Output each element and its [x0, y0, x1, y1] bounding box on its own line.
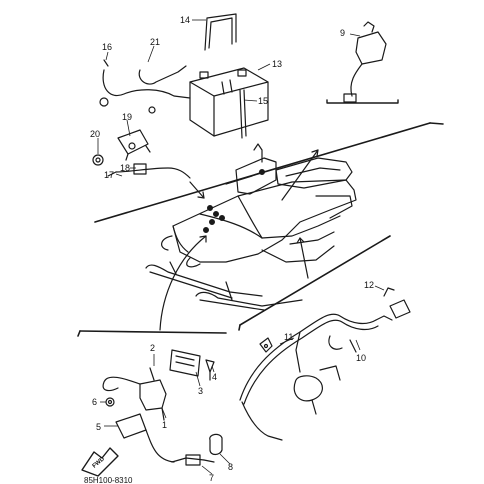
pointer-arrows: [159, 149, 319, 331]
washer: [105, 397, 115, 407]
callout-16: 16: [102, 42, 112, 52]
callout-21: 21: [150, 37, 160, 47]
battery-leads: [99, 59, 191, 114]
battery-breather-pipe: [239, 89, 247, 139]
callout-3: 3: [198, 386, 203, 396]
plug-cap: [209, 433, 223, 456]
callout-10: 10: [356, 353, 366, 363]
cdi-unit: [169, 349, 201, 377]
callout-13: 13: [272, 59, 282, 69]
callout-8: 8: [228, 462, 233, 472]
callout-1: 1: [162, 420, 167, 430]
leader-lines: [97, 19, 385, 475]
callout-19: 19: [122, 112, 132, 122]
fwd-arrow: [81, 447, 119, 477]
battery-strap: [204, 13, 237, 51]
ignition-coil: [102, 367, 167, 421]
figure-code: 85H100-8310: [84, 476, 133, 484]
resistor: [115, 413, 175, 463]
callout-20: 20: [90, 129, 100, 139]
section-divider-bottom-left: [77, 330, 227, 337]
callout-4: 4: [212, 372, 217, 382]
callout-5: 5: [96, 422, 101, 432]
main-switch: [343, 21, 387, 103]
callout-7: 7: [209, 473, 214, 483]
callout-17: 17: [104, 170, 114, 180]
callout-6: 6: [92, 397, 97, 407]
section-divider-top: [94, 99, 444, 223]
spark-plug: [171, 454, 215, 466]
fuse-holder: [107, 163, 191, 179]
wire-harness: [239, 287, 411, 441]
callout-12: 12: [364, 280, 374, 290]
fwd-arrow-label: FWD: [92, 456, 107, 470]
callout-9: 9: [340, 28, 345, 38]
section-divider-bottom-right: [238, 235, 391, 331]
callout-15: 15: [258, 96, 268, 106]
callout-2: 2: [150, 343, 155, 353]
grommet: [92, 154, 104, 166]
snowmobile-body: [145, 143, 357, 311]
harness-clamp: [259, 337, 273, 353]
callout-14: 14: [180, 15, 190, 25]
callout-11: 11: [284, 332, 293, 342]
starter-relay: [117, 129, 151, 161]
callout-18: 18: [120, 163, 130, 173]
battery: [189, 67, 269, 137]
